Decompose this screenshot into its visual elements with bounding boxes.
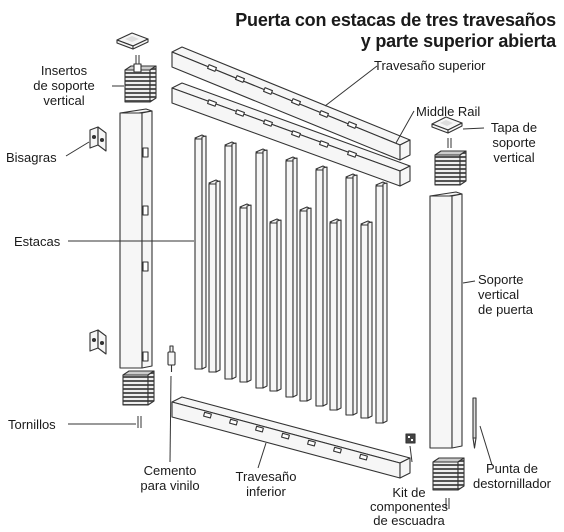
label-hinges: Bisagras	[6, 150, 57, 165]
screw-icon	[137, 416, 142, 428]
cement-tube-icon	[167, 345, 176, 372]
picket	[329, 218, 342, 411]
picket	[345, 173, 358, 416]
bracket-kit-icon	[405, 433, 416, 444]
screw-icon	[447, 138, 452, 148]
left-post-cap	[116, 32, 149, 50]
leader-line	[324, 65, 378, 107]
leader-line	[65, 141, 90, 157]
label-bottom-rail: Travesaño inferior	[235, 469, 297, 499]
picket	[269, 218, 282, 392]
picket	[315, 165, 328, 407]
label-screwdriver-bit: Punta de destornillador	[472, 461, 552, 491]
leader-line	[479, 425, 493, 466]
left-post	[119, 108, 153, 369]
label-middle-rail: Middle Rail	[416, 104, 481, 119]
label-pickets: Estacas	[14, 234, 61, 249]
hinge-icon	[89, 126, 107, 152]
picket	[375, 181, 388, 424]
right-bottom-insert	[432, 457, 465, 491]
right-gate-post	[429, 191, 463, 449]
diagram-title-line2: y parte superior abierta	[360, 31, 556, 51]
picket	[194, 134, 207, 370]
right-post-cap	[431, 116, 463, 134]
screwdriver-bit-icon	[472, 397, 477, 449]
picket	[360, 220, 373, 419]
label-post-inserts: Insertos de soporte vertical	[33, 63, 95, 108]
label-top-rail: Travesaño superior	[374, 58, 486, 73]
left-top-insert	[124, 63, 157, 103]
leader-line	[257, 442, 267, 469]
label-vinyl-cement: Cemento para vinilo	[140, 463, 200, 493]
label-post-cap: Tapa de soporte vertical	[490, 120, 538, 165]
leader-line	[462, 127, 485, 130]
middle-rail	[171, 82, 411, 187]
picket	[208, 179, 221, 373]
top-rail	[171, 46, 411, 161]
hinge-icon	[89, 329, 107, 355]
leader-line	[169, 375, 172, 463]
leader-line	[409, 445, 413, 463]
left-bottom-insert	[122, 370, 155, 406]
screw-icon	[445, 498, 450, 509]
label-bracket-kit: Kit de componentes de escuadra	[369, 485, 449, 528]
label-screws: Tornillos	[8, 417, 56, 432]
label-gate-post: Soporte vertical de puerta	[478, 272, 533, 317]
leader-line	[395, 110, 415, 144]
picket	[299, 206, 312, 402]
picket	[239, 203, 252, 383]
leader-line	[462, 280, 476, 284]
picket	[285, 156, 298, 398]
picket	[224, 141, 237, 380]
right-top-insert	[434, 150, 467, 186]
diagram-title-line1: Puerta con estacas de tres travesaños	[235, 10, 556, 30]
picket	[255, 148, 268, 389]
bottom-rail	[171, 396, 411, 479]
